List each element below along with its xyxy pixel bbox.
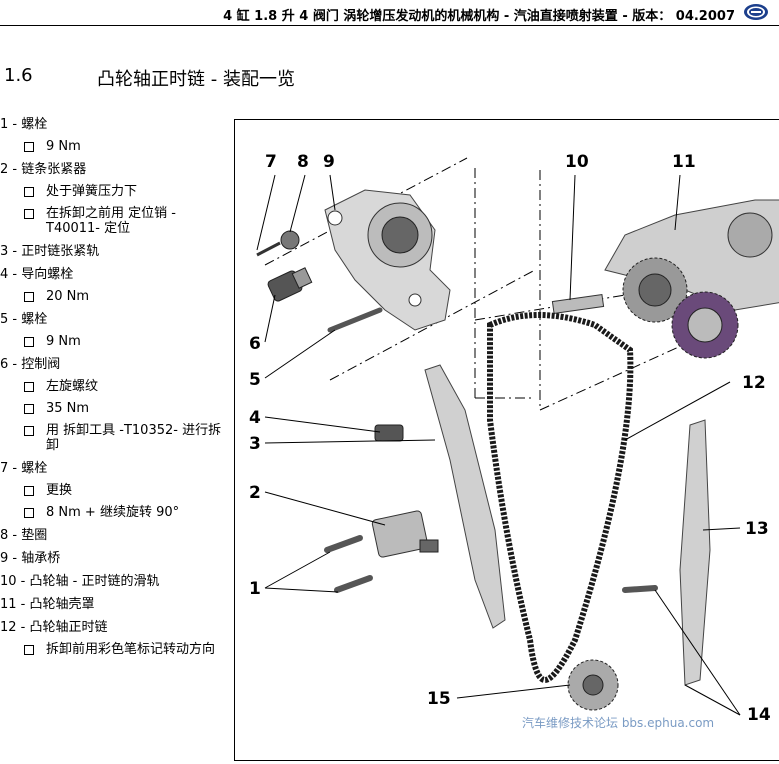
callout-10: 10 <box>565 152 589 172</box>
callout-7: 7 <box>265 152 277 172</box>
brand-logo-icon <box>744 4 768 20</box>
checkbox-bullet-icon <box>24 404 34 414</box>
callout-2: 2 <box>249 483 261 503</box>
checkbox-bullet-icon <box>24 645 34 655</box>
legend-subitem-text: 用 拆卸工具 -T10352- 进行拆卸 <box>46 423 222 453</box>
callout-15: 15 <box>427 689 451 709</box>
legend-item-label: 11 - 凸轮轴壳罩 <box>0 597 95 612</box>
callout-8: 8 <box>297 152 309 172</box>
exploded-diagram: 7 8 9 10 11 12 13 6 5 4 3 2 1 15 14 <box>234 119 779 761</box>
legend-subitem-text: 9 Nm <box>46 334 81 349</box>
legend-subitem: 35 Nm <box>0 401 232 416</box>
legend-item: 7 - 螺栓更换 8 Nm + 继续旋转 90° <box>0 461 232 520</box>
legend-item: 4 - 导向螺栓 20 Nm <box>0 267 232 304</box>
diagram-drawing: 7 8 9 10 11 12 13 6 5 4 3 2 1 15 14 <box>249 152 779 725</box>
legend-subitem: 8 Nm + 继续旋转 90° <box>0 505 232 520</box>
callout-1: 1 <box>249 579 261 599</box>
forum-watermark: 汽车维修技术论坛 bbs.ephua.com <box>522 716 715 730</box>
callout-14: 14 <box>747 705 771 725</box>
legend-item: 10 - 凸轮轴 - 正时链的滑轨 <box>0 574 232 589</box>
legend-item-label: 9 - 轴承桥 <box>0 551 61 566</box>
legend-subitem-text: 在拆卸之前用 定位销 - T40011- 定位 <box>46 206 176 236</box>
legend-subitem: 拆卸前用彩色笔标记转动方向 <box>0 642 232 657</box>
header-title: 4 缸 1.8 升 4 阀门 涡轮增压发动机的机械机构 - 汽油直接喷射装置 -… <box>223 9 735 24</box>
bearing-bridge <box>324 189 451 331</box>
legend-item: 5 - 螺栓 9 Nm <box>0 312 232 349</box>
legend-item-label: 5 - 螺栓 <box>0 312 48 327</box>
legend-subitem-text: 更换 <box>46 483 73 498</box>
checkbox-bullet-icon <box>24 292 34 302</box>
legend-item-label: 10 - 凸轮轴 - 正时链的滑轨 <box>0 574 160 589</box>
checkbox-bullet-icon <box>24 382 34 392</box>
legend-item-label: 4 - 导向螺栓 <box>0 267 74 282</box>
legend-subitem: 处于弹簧压力下 <box>0 184 232 199</box>
legend-subitem-text: 20 Nm <box>46 289 90 304</box>
callout-9: 9 <box>323 152 335 172</box>
callout-13: 13 <box>745 519 769 539</box>
legend-subitem-text: 9 Nm <box>46 139 81 154</box>
legend-item: 9 - 轴承桥 <box>0 551 232 566</box>
legend-subitem: 在拆卸之前用 定位销 - T40011- 定位 <box>0 206 232 236</box>
legend-item: 6 - 控制阀左旋螺纹 35 Nm 用 拆卸工具 -T10352- 进行拆卸 <box>0 357 232 453</box>
checkbox-bullet-icon <box>24 426 34 436</box>
legend-item-label: 2 - 链条张紧器 <box>0 162 87 177</box>
callout-3: 3 <box>249 434 261 454</box>
legend-subitem: 9 Nm <box>0 334 232 349</box>
legend-subitem: 左旋螺纹 <box>0 379 232 394</box>
legend-item: 3 - 正时链张紧轨 <box>0 244 232 259</box>
legend-item-label: 7 - 螺栓 <box>0 461 48 476</box>
legend-item-label: 6 - 控制阀 <box>0 357 61 372</box>
callout-5: 5 <box>249 370 261 390</box>
checkbox-bullet-icon <box>24 486 34 496</box>
checkbox-bullet-icon <box>24 508 34 518</box>
section-number: 1.6 <box>4 65 33 86</box>
camshaft-housing <box>604 199 779 359</box>
legend-item-label: 3 - 正时链张紧轨 <box>0 244 100 259</box>
section-title: 凸轮轴正时链 - 装配一览 <box>97 69 295 90</box>
checkbox-bullet-icon <box>24 209 34 219</box>
checkbox-bullet-icon <box>24 187 34 197</box>
legend-item: 8 - 垫圈 <box>0 528 232 543</box>
callout-11: 11 <box>672 152 696 172</box>
legend-subitem-text: 拆卸前用彩色笔标记转动方向 <box>46 642 216 657</box>
callout-12: 12 <box>742 373 766 393</box>
legend-item: 1 - 螺栓 9 Nm <box>0 117 232 154</box>
legend-item-label: 1 - 螺栓 <box>0 117 48 132</box>
page-header: 4 缸 1.8 升 4 阀门 涡轮增压发动机的机械机构 - 汽油直接喷射装置 -… <box>0 0 779 26</box>
header-divider <box>0 25 779 26</box>
legend-item-label: 8 - 垫圈 <box>0 528 48 543</box>
callout-4: 4 <box>249 408 261 428</box>
checkbox-bullet-icon <box>24 337 34 347</box>
legend-item: 2 - 链条张紧器处于弹簧压力下在拆卸之前用 定位销 - T40011- 定位 <box>0 162 232 236</box>
legend-subitem: 20 Nm <box>0 289 232 304</box>
legend-subitem-text: 左旋螺纹 <box>46 379 99 394</box>
legend-item-label: 12 - 凸轮轴正时链 <box>0 620 108 635</box>
legend-item: 12 - 凸轮轴正时链拆卸前用彩色笔标记转动方向 <box>0 620 232 657</box>
control-valve <box>267 267 313 302</box>
callout-6: 6 <box>249 334 261 354</box>
legend-subitem: 用 拆卸工具 -T10352- 进行拆卸 <box>0 423 232 453</box>
legend-subitem: 更换 <box>0 483 232 498</box>
legend-subitem-text: 35 Nm <box>46 401 90 416</box>
checkbox-bullet-icon <box>24 142 34 152</box>
legend-subitem-text: 8 Nm + 继续旋转 90° <box>46 505 180 520</box>
legend-subitem-text: 处于弹簧压力下 <box>46 184 138 199</box>
legend-item: 11 - 凸轮轴壳罩 <box>0 597 232 612</box>
legend-subitem: 9 Nm <box>0 139 232 154</box>
parts-legend: 1 - 螺栓 9 Nm 2 - 链条张紧器处于弹簧压力下在拆卸之前用 定位销 - T… <box>0 117 232 665</box>
timing-chain <box>487 312 634 684</box>
